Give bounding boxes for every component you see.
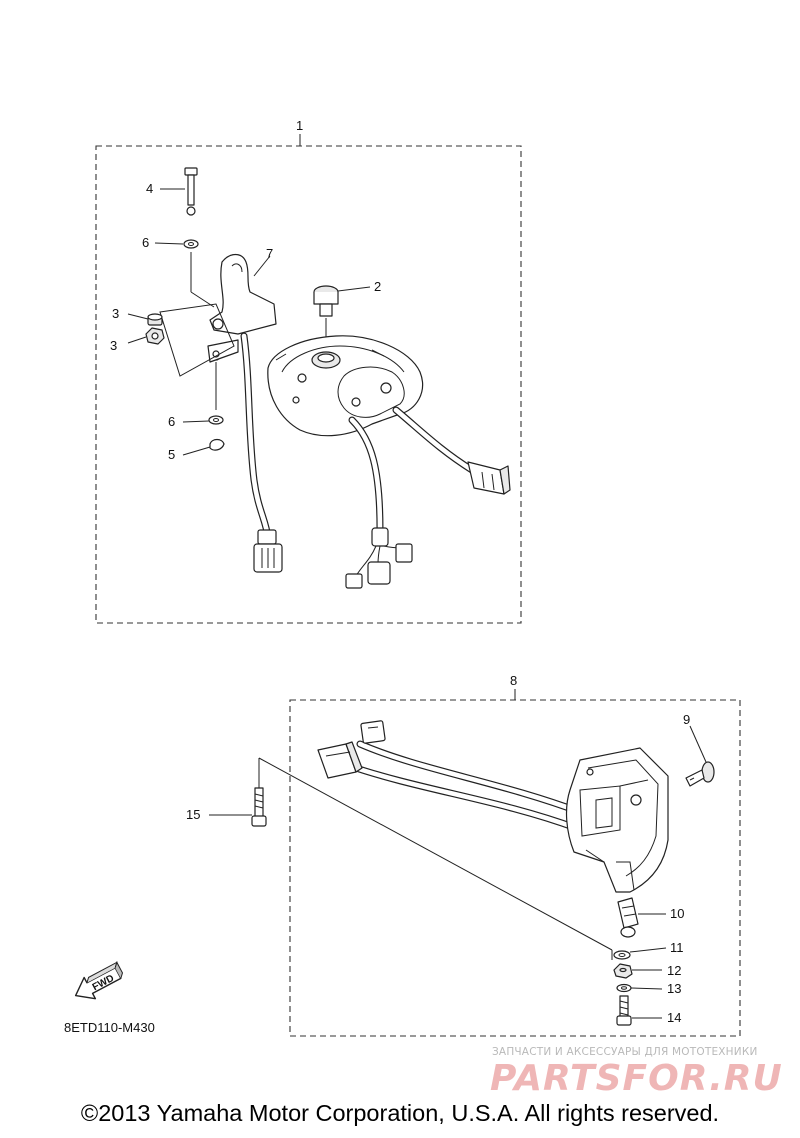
switch-housing [267, 335, 424, 437]
harness-connector-a [367, 561, 391, 585]
callout-11[interactable]: 11 [670, 940, 684, 955]
callout-3-upper[interactable]: 3 [112, 306, 119, 321]
callout-10[interactable]: 10 [670, 906, 684, 921]
harness-connector-right [467, 461, 511, 495]
harness-connector-c [345, 573, 363, 589]
harness-connector-d [360, 720, 386, 744]
callout-3-lower[interactable]: 3 [110, 338, 117, 353]
clip-part-5[interactable] [209, 438, 225, 451]
callout-9[interactable]: 9 [683, 712, 690, 727]
callout-12[interactable]: 12 [667, 963, 681, 978]
bushing-part-10[interactable] [617, 897, 639, 938]
switch-housing-right [565, 747, 669, 893]
lever-part-7[interactable] [207, 253, 277, 363]
nut-part-12[interactable] [613, 963, 633, 979]
callout-7[interactable]: 7 [266, 246, 273, 261]
assembly-8-group: 8 15 [186, 673, 741, 1037]
callout-6-upper[interactable]: 6 [142, 235, 149, 250]
copyright-notice: ©2013 Yamaha Motor Corporation, U.S.A. A… [80, 1100, 720, 1126]
washer-part-13[interactable] [616, 983, 632, 993]
assembly-1-group: 1 4 6 7 [95, 118, 522, 624]
screw-part-9[interactable] [685, 761, 715, 787]
washer-part-11[interactable] [613, 950, 631, 960]
diagram-code: 8ETD110-M430 [64, 1020, 155, 1035]
callout-2[interactable]: 2 [374, 279, 381, 294]
washer-part-6-upper[interactable] [183, 239, 199, 249]
harness-connector-b [395, 543, 413, 563]
callout-4[interactable]: 4 [146, 181, 153, 196]
nut-part-3-upper[interactable] [147, 313, 163, 326]
bolt-part-4[interactable] [184, 167, 198, 216]
washer-part-6-lower[interactable] [208, 415, 224, 425]
callout-6-lower[interactable]: 6 [168, 414, 175, 429]
fwd-arrow-icon: FWD [74, 961, 124, 1000]
watermark-tagline: ЗАПЧАСТИ И АКСЕССУАРЫ ДЛЯ МОТОТЕХНИКИ [492, 1046, 758, 1058]
callout-1[interactable]: 1 [296, 118, 303, 133]
harness-connector-e [317, 741, 363, 779]
push-button-part-2[interactable] [313, 285, 339, 317]
callout-14[interactable]: 14 [667, 1010, 681, 1025]
screw-part-15[interactable] [251, 787, 267, 827]
callout-15[interactable]: 15 [186, 807, 200, 822]
watermark-brand: PARTSFOR.RU [490, 1058, 783, 1099]
bolt-part-14[interactable] [616, 995, 632, 1026]
callout-13[interactable]: 13 [667, 981, 681, 996]
callout-5[interactable]: 5 [168, 447, 175, 462]
callout-8[interactable]: 8 [510, 673, 517, 688]
nut-part-3-lower[interactable] [145, 327, 165, 345]
assembly-1-boundary [95, 145, 522, 624]
